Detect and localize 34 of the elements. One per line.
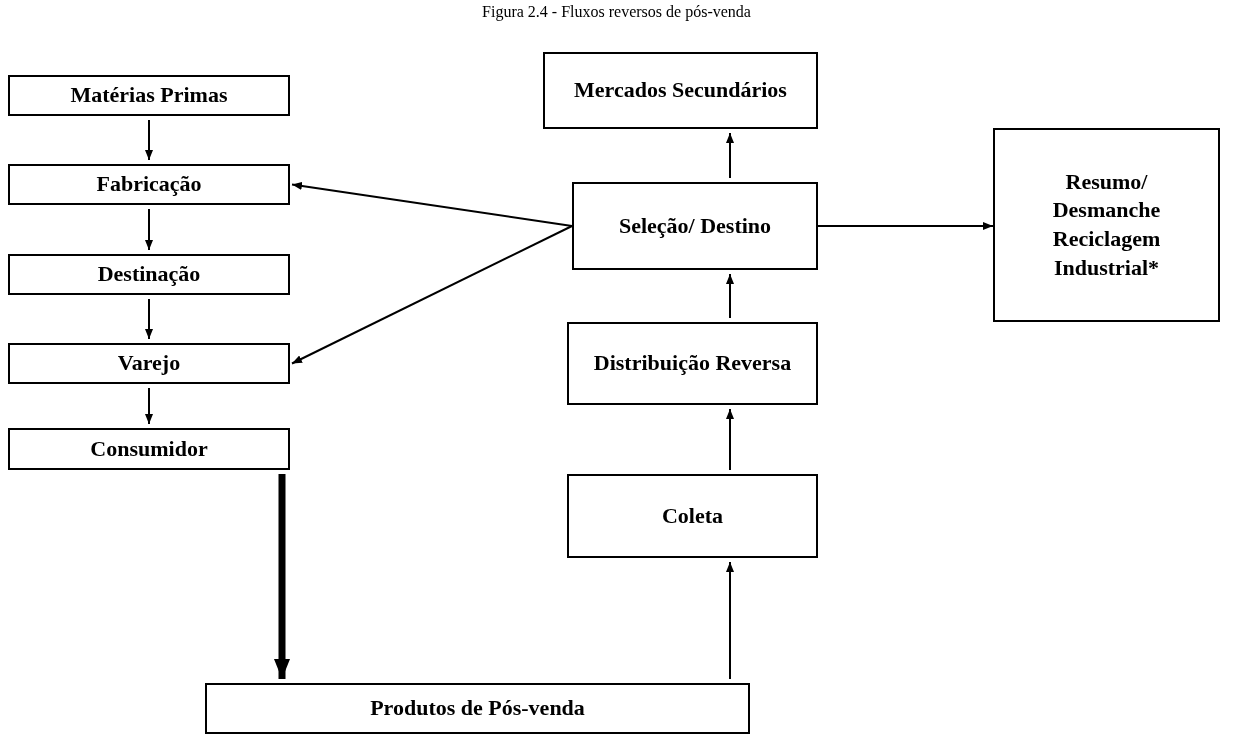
box-label: Seleção/ Destino — [618, 211, 772, 240]
box-label: Matérias Primas — [70, 81, 228, 110]
arrow — [291, 182, 573, 227]
arrow — [145, 208, 153, 251]
box-label: Destinação — [97, 260, 201, 289]
process-box — [8, 164, 290, 205]
process-box — [567, 474, 818, 558]
arrow — [726, 408, 734, 471]
process-box — [8, 428, 290, 470]
arrow — [726, 561, 734, 680]
process-box — [8, 343, 290, 384]
process-box — [8, 254, 290, 295]
process-box — [205, 683, 750, 734]
arrow — [291, 225, 573, 365]
arrow — [145, 119, 153, 161]
process-box — [572, 182, 818, 270]
process-box — [567, 322, 818, 405]
box-label: Varejo — [117, 349, 181, 378]
figure-title: Figura 2.4 - Fluxos reversos de pós-venda — [482, 3, 751, 20]
box-label: Mercados Secundários — [574, 76, 787, 105]
arrow — [145, 387, 153, 425]
arrow — [817, 222, 994, 230]
arrow — [726, 132, 734, 179]
process-box — [543, 52, 818, 129]
box-label: Produtos de Pós-venda — [370, 694, 585, 723]
box-label: Consumidor — [90, 434, 208, 463]
arrow — [726, 273, 734, 319]
process-box — [8, 75, 290, 116]
box-label: Coleta — [661, 501, 724, 530]
box-label: Fabricação — [96, 170, 202, 199]
box-label: Resumo/ Desmanche Reciclagem Industrial* — [1051, 167, 1162, 282]
process-box — [993, 128, 1220, 322]
arrow — [145, 298, 153, 340]
box-label: Distribuição Reversa — [593, 349, 792, 378]
